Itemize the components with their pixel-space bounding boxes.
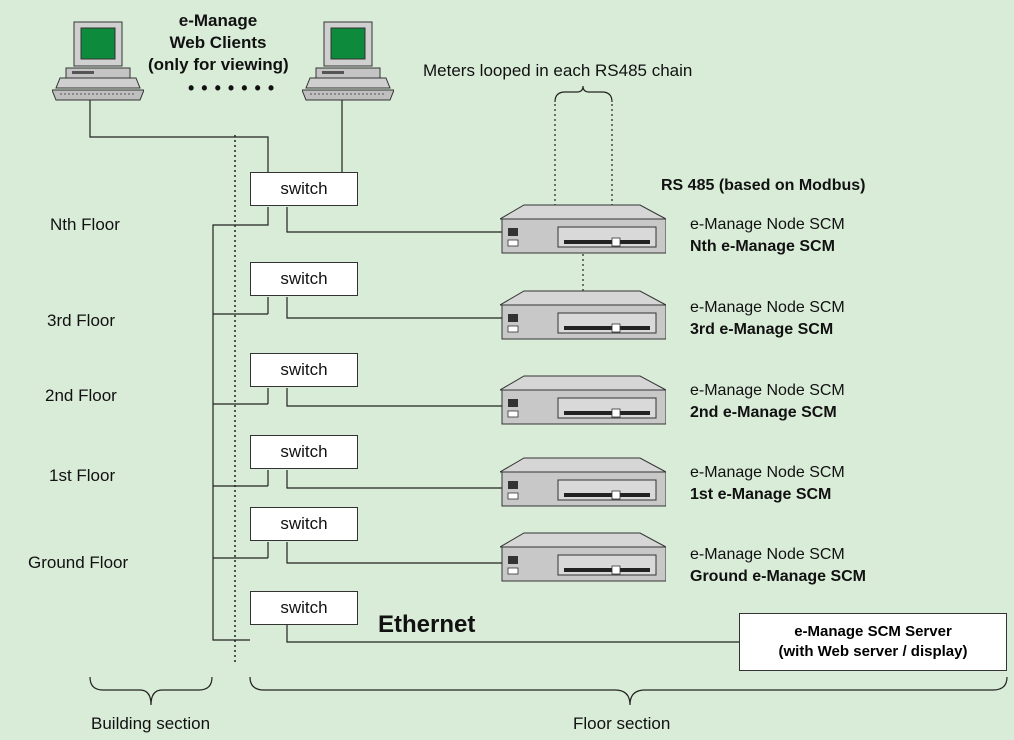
node-type: e-Manage Node SCM [690, 546, 845, 563]
link-1st [286, 470, 502, 489]
building-section-label: Building section [91, 714, 211, 733]
node-name: 3rd e-Manage SCM [690, 321, 834, 338]
client-left-link [89, 98, 269, 173]
floor-section-label: Floor section [573, 714, 671, 733]
link-nth [286, 207, 502, 233]
scm-node-device-icon [500, 204, 666, 254]
web-client-pc-icon [52, 21, 144, 101]
node-type: e-Manage Node SCM [690, 216, 845, 233]
node-label-3rd: e-Manage Node SCM 3rd e-Manage SCM [690, 297, 845, 341]
scm-node-device-icon [500, 532, 666, 582]
link-server [286, 624, 739, 643]
floor-label-3rd: 3rd Floor [47, 311, 116, 330]
server-name: e-Manage SCM Server [794, 623, 952, 640]
node-label-ground: e-Manage Node SCM Ground e-Manage SCM [690, 544, 866, 588]
node-name: 1st e-Manage SCM [690, 486, 832, 503]
web-client-pc-icon [302, 21, 394, 101]
floor-label-2nd: 2nd Floor [45, 386, 117, 405]
switch-bottom: switch [250, 591, 358, 625]
backbone-line [212, 207, 269, 641]
switch-1st: switch [250, 435, 358, 469]
rs485-label: RS 485 (based on Modbus) [661, 177, 866, 194]
node-name: Nth e-Manage SCM [690, 238, 835, 255]
meters-brace [554, 85, 613, 103]
node-label-2nd: e-Manage Node SCM 2nd e-Manage SCM [690, 380, 845, 424]
node-label-nth: e-Manage Node SCM Nth e-Manage SCM [690, 214, 845, 258]
node-type: e-Manage Node SCM [690, 299, 845, 316]
link-2nd [286, 388, 502, 407]
node-type: e-Manage Node SCM [690, 464, 845, 481]
floor-brace [249, 676, 1008, 706]
server-description: (with Web server / display) [778, 643, 968, 660]
floor-label-1st: 1st Floor [49, 466, 116, 485]
switch-ground: switch [250, 507, 358, 541]
building-brace [89, 676, 213, 706]
node-name: Ground e-Manage SCM [690, 568, 867, 585]
node-name: 2nd e-Manage SCM [690, 404, 837, 421]
node-label-1st: e-Manage Node SCM 1st e-Manage SCM [690, 462, 845, 506]
web-clients-line3: (only for viewing) [148, 55, 289, 74]
floor-label-nth: Nth Floor [50, 215, 120, 234]
switch-2nd: switch [250, 353, 358, 387]
scm-node-device-icon [500, 457, 666, 507]
clients-ellipsis: • • • • • • • [188, 78, 276, 98]
switch-3rd: switch [250, 262, 358, 296]
floor-label-ground: Ground Floor [28, 553, 129, 572]
web-clients-label: e-Manage Web Clients (only for viewing) [148, 10, 289, 76]
scm-node-device-icon [500, 290, 666, 340]
switch-nth: switch [250, 172, 358, 206]
scm-node-device-icon [500, 375, 666, 425]
web-clients-line1: e-Manage [178, 11, 258, 30]
meters-label: Meters looped in each RS485 chain [423, 61, 693, 80]
node-type: e-Manage Node SCM [690, 382, 845, 399]
scm-server-box: e-Manage SCM Server (with Web server / d… [739, 613, 1007, 671]
ethernet-label: Ethernet [378, 611, 476, 638]
link-3rd [286, 297, 502, 319]
web-clients-line2: Web Clients [169, 33, 267, 52]
link-ground [286, 542, 502, 564]
